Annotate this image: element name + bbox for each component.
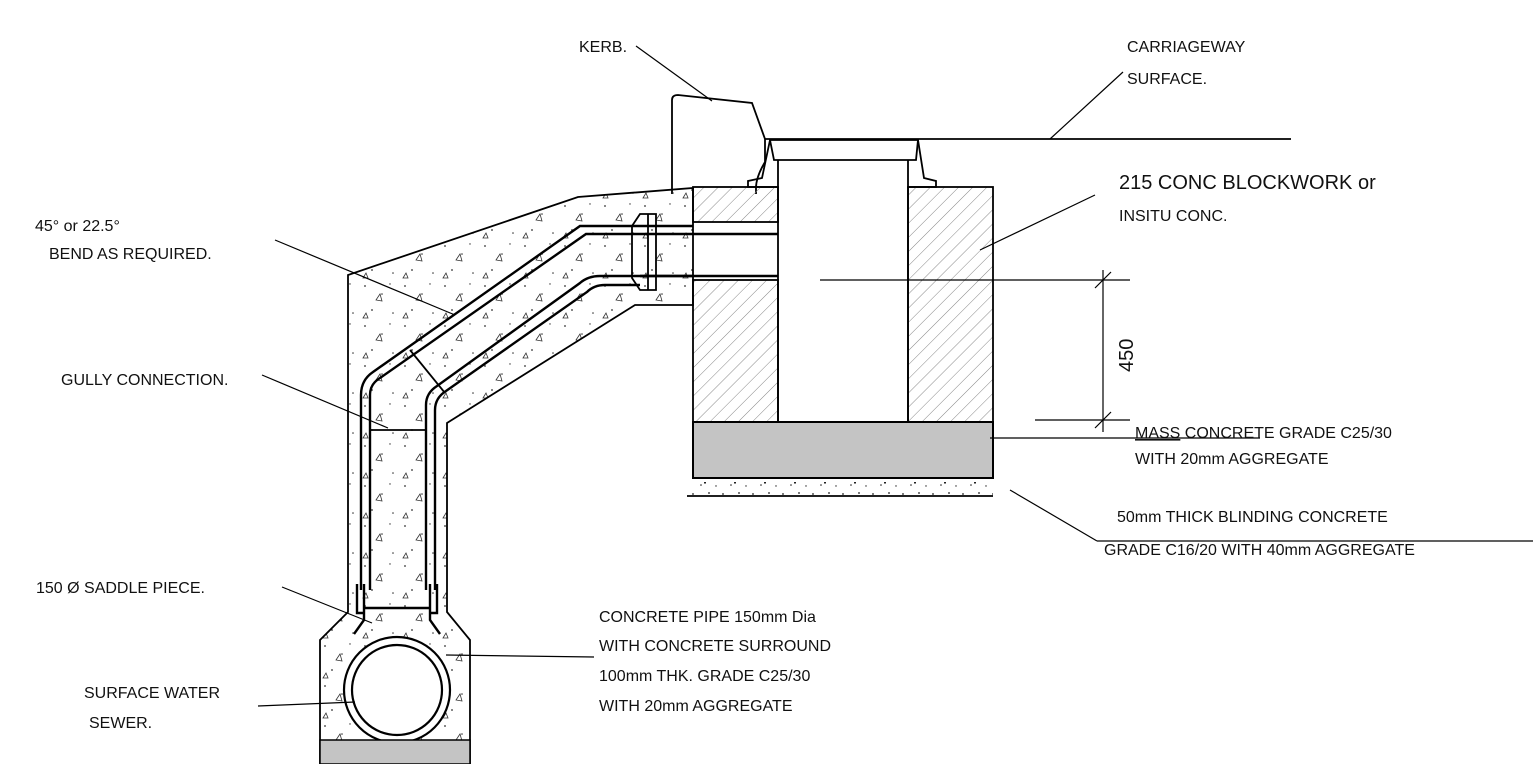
- bend-label-1: 45° or 22.5°: [35, 218, 120, 235]
- connection-pipe: [359, 213, 778, 590]
- mass-concrete-base: [692, 421, 994, 479]
- leader-lines: [257, 45, 1533, 707]
- sewer-label-1: SURFACE WATER: [84, 685, 220, 702]
- blockwork-label-1: 215 CONC BLOCKWORK or: [1119, 172, 1376, 194]
- blinding-concrete: [690, 482, 993, 495]
- kerb-label: KERB.: [579, 39, 627, 56]
- bend-label-2: BEND AS REQUIRED.: [49, 246, 212, 263]
- sewer-pipe: [342, 635, 452, 745]
- pipe-label-4: WITH 20mm AGGREGATE: [599, 698, 793, 715]
- blockwork-label-2: INSITU CONC.: [1119, 208, 1227, 225]
- sewer-label-2: SEWER.: [89, 715, 152, 732]
- blinding-label-2: GRADE C16/20 WITH 40mm AGGREGATE: [1104, 542, 1415, 559]
- gully-connection-label: GULLY CONNECTION.: [61, 372, 228, 389]
- pipe-surround: [319, 187, 694, 764]
- saddle-piece-label: 150 Ø SADDLE PIECE.: [36, 580, 205, 597]
- kerb: [671, 94, 766, 194]
- chamber-walls: [692, 186, 994, 423]
- carriageway-label-1: CARRIAGEWAY: [1127, 39, 1246, 56]
- mass-concrete-label-2: WITH 20mm AGGREGATE: [1135, 451, 1329, 468]
- blinding-label-1: 50mm THICK BLINDING CONCRETE: [1117, 509, 1388, 526]
- carriageway-label-2: SURFACE.: [1127, 71, 1207, 88]
- gully-frame: [747, 139, 937, 188]
- sewer-base: [319, 739, 471, 764]
- mass-concrete-label-1: MASS CONCRETE GRADE C25/30: [1135, 425, 1392, 442]
- pipe-label-2: WITH CONCRETE SURROUND: [599, 638, 831, 655]
- dimension-450: [820, 270, 1130, 432]
- pipe-label-3: 100mm THK. GRADE C25/30: [599, 668, 810, 685]
- pipe-label-1: CONCRETE PIPE 150mm Dia: [599, 609, 816, 626]
- dimension-label: 450: [1116, 339, 1138, 372]
